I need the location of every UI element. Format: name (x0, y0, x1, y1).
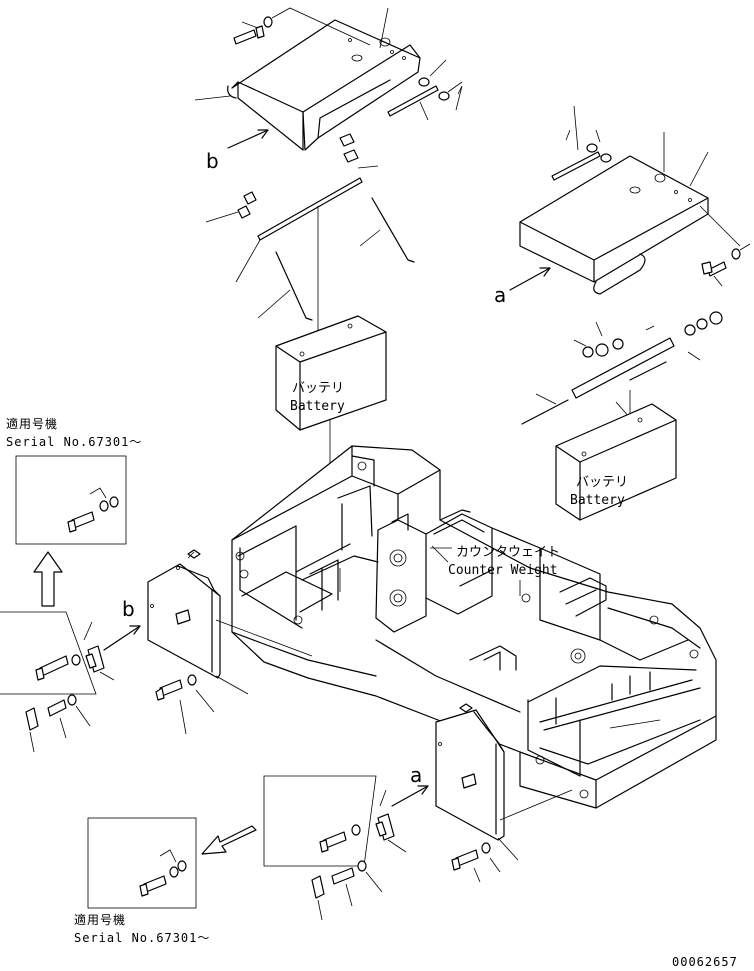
view-arrow-a-top: a (494, 267, 551, 307)
serial-inset-left: 適用号機 Serial No.67301～ (6, 416, 142, 607)
battery-hold-down-right (521, 311, 723, 425)
serial-inset-bottom: 適用号機 Serial No.67301～ (74, 817, 257, 945)
lock-group-left (0, 611, 115, 753)
leader-line (609, 719, 661, 729)
leader-line (194, 95, 231, 101)
battery-cover-right (519, 155, 709, 295)
view-arrow-b-top: b (206, 129, 269, 173)
view-arrow-b-left: b (103, 597, 141, 651)
lock-group-right (263, 775, 407, 921)
battery-right: バッテリ Battery (555, 403, 677, 521)
bolt-cover-right (699, 205, 751, 287)
svg-text:Serial No.67301～: Serial No.67301～ (6, 435, 142, 449)
plate-bolt-right (451, 842, 501, 883)
svg-text:適用号機: 適用号機 (6, 416, 58, 431)
view-arrow-a-bottom: a (391, 763, 429, 807)
svg-text:b: b (206, 149, 219, 173)
battery-right-jp-label: バッテリ (576, 475, 628, 490)
svg-text:a: a (494, 283, 506, 307)
battery-hold-down-left (205, 133, 415, 340)
plate-bolt-left (155, 674, 215, 735)
battery-cover-left (227, 19, 421, 151)
counterweight-label: カウンタウェイト Counter Weight (430, 545, 560, 578)
svg-text:Counter Weight: Counter Weight (448, 563, 558, 578)
svg-text:a: a (410, 763, 422, 787)
svg-text:b: b (122, 597, 135, 621)
battery-left-en-label: Battery (290, 399, 345, 414)
hinge-pin-left (379, 7, 463, 121)
battery-right-en-label: Battery (570, 493, 625, 508)
battery-left-jp-label: バッテリ (292, 381, 344, 396)
counterweight-frame (231, 445, 717, 809)
cover-plate-left (147, 549, 313, 695)
cover-plate-right (435, 703, 573, 861)
hinge-pin-right (551, 105, 709, 187)
battery-left: バッテリ Battery (275, 315, 387, 480)
svg-text:カウンタウェイト: カウンタウェイト (456, 545, 560, 560)
svg-text:適用号機: 適用号機 (74, 912, 126, 927)
drawing-number: 00062657 (672, 955, 738, 969)
bolt-cover-left (233, 7, 371, 46)
svg-text:Serial No.67301～: Serial No.67301～ (74, 931, 210, 945)
